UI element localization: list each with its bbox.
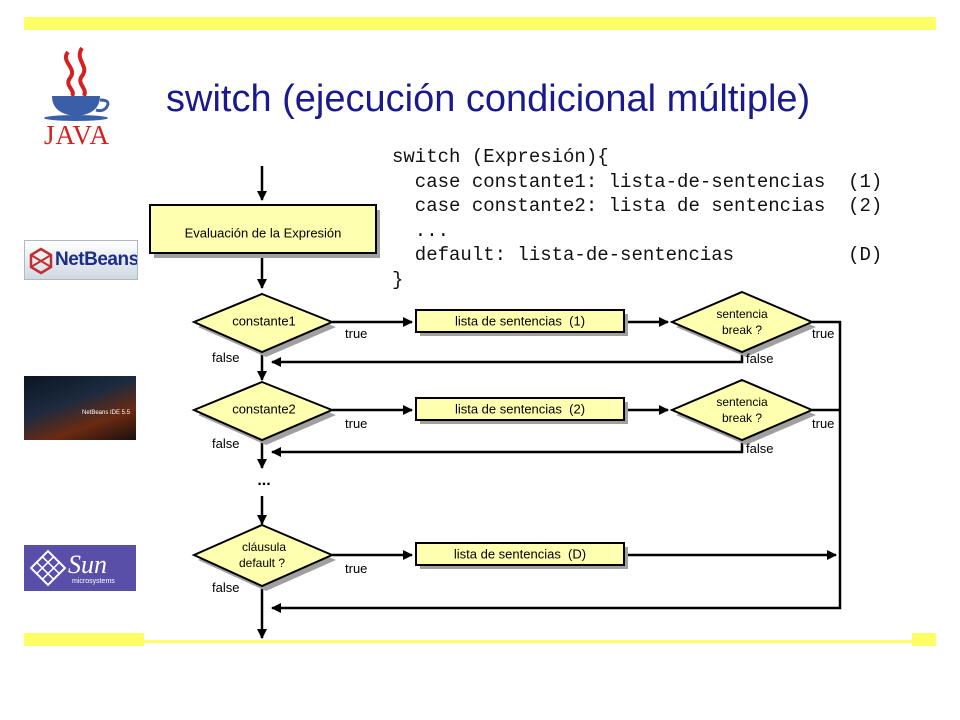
break-decision-1: sentencia break ? xyxy=(669,290,816,357)
java-logo: JAVA xyxy=(30,42,124,152)
false-label: false xyxy=(746,351,773,366)
code-line: default: lista-de-sentencias (D) xyxy=(392,244,883,266)
break-label: break ? xyxy=(722,323,762,337)
bottom-accent-bar-right xyxy=(912,633,936,646)
break-label: sentencia xyxy=(716,395,768,409)
netbeans-splash-image: NetBeans IDE 5.5 xyxy=(24,376,136,440)
java-wordmark: JAVA xyxy=(43,120,111,150)
flowchart-edges xyxy=(257,166,842,639)
switch-syntax-code: switch (Expresión){ case constante1: lis… xyxy=(392,145,882,292)
decision-label: constante1 xyxy=(232,313,296,328)
list-label: lista de sentencias (D) xyxy=(454,546,586,561)
decision-label: cláusula xyxy=(242,540,286,554)
true-label: true xyxy=(345,416,367,431)
false-label: false xyxy=(746,441,773,456)
false-label: false xyxy=(212,580,239,595)
splash-caption: NetBeans IDE 5.5 xyxy=(82,410,131,416)
true-label: true xyxy=(345,561,367,576)
true-label: true xyxy=(345,326,367,341)
netbeans-wordmark: NetBeans xyxy=(55,249,138,270)
top-accent-bar xyxy=(24,17,936,30)
break-label: break ? xyxy=(722,411,762,425)
sun-logo: Sun microsystems xyxy=(24,545,136,591)
slide-title: switch (ejecución condicional múltiple) xyxy=(166,78,811,120)
list-label: lista de sentencias (1) xyxy=(455,313,585,328)
false-label: false xyxy=(212,350,239,365)
false-label: false xyxy=(212,436,239,451)
decision-label: default ? xyxy=(239,556,285,570)
code-line: case constante2: lista de sentencias (2) xyxy=(392,195,883,217)
code-line: } xyxy=(392,268,404,291)
evaluation-label: Evaluación de la Expresión xyxy=(185,225,342,240)
bottom-accent-line xyxy=(144,640,912,643)
break-label: sentencia xyxy=(716,307,768,321)
sun-wordmark: Sun xyxy=(68,550,107,579)
decision-constante1: constante1 xyxy=(191,292,336,357)
code-line: switch (Expresión){ xyxy=(392,146,609,168)
decision-constante2: constante2 xyxy=(191,380,336,445)
evaluation-box: Evaluación de la Expresión xyxy=(149,204,380,258)
list-box-2: lista de sentencias (2) xyxy=(415,397,628,424)
sun-subtitle: microsystems xyxy=(72,578,115,585)
netbeans-cube-icon xyxy=(29,247,53,275)
true-label: true xyxy=(812,416,834,431)
edge-labels: true false true false true false true fa… xyxy=(212,326,834,595)
list-box-1: lista de sentencias (1) xyxy=(415,309,628,336)
code-line: case constante1: lista-de-sentencias (1) xyxy=(392,170,883,193)
ellipsis-label: ... xyxy=(257,472,270,489)
break-decision-2: sentencia break ? xyxy=(669,378,816,445)
sun-diamond-icon xyxy=(29,549,67,587)
coffee-cup-icon xyxy=(44,46,110,121)
decision-default: cláusula default ? xyxy=(191,523,336,591)
code-line: ... xyxy=(392,219,450,242)
netbeans-logo: NetBeans xyxy=(24,240,138,280)
list-label: lista de sentencias (2) xyxy=(455,401,585,416)
true-label: true xyxy=(812,326,834,341)
bottom-accent-bar-left xyxy=(24,633,144,646)
list-box-default: lista de sentencias (D) xyxy=(415,542,628,569)
decision-label: constante2 xyxy=(232,401,296,416)
